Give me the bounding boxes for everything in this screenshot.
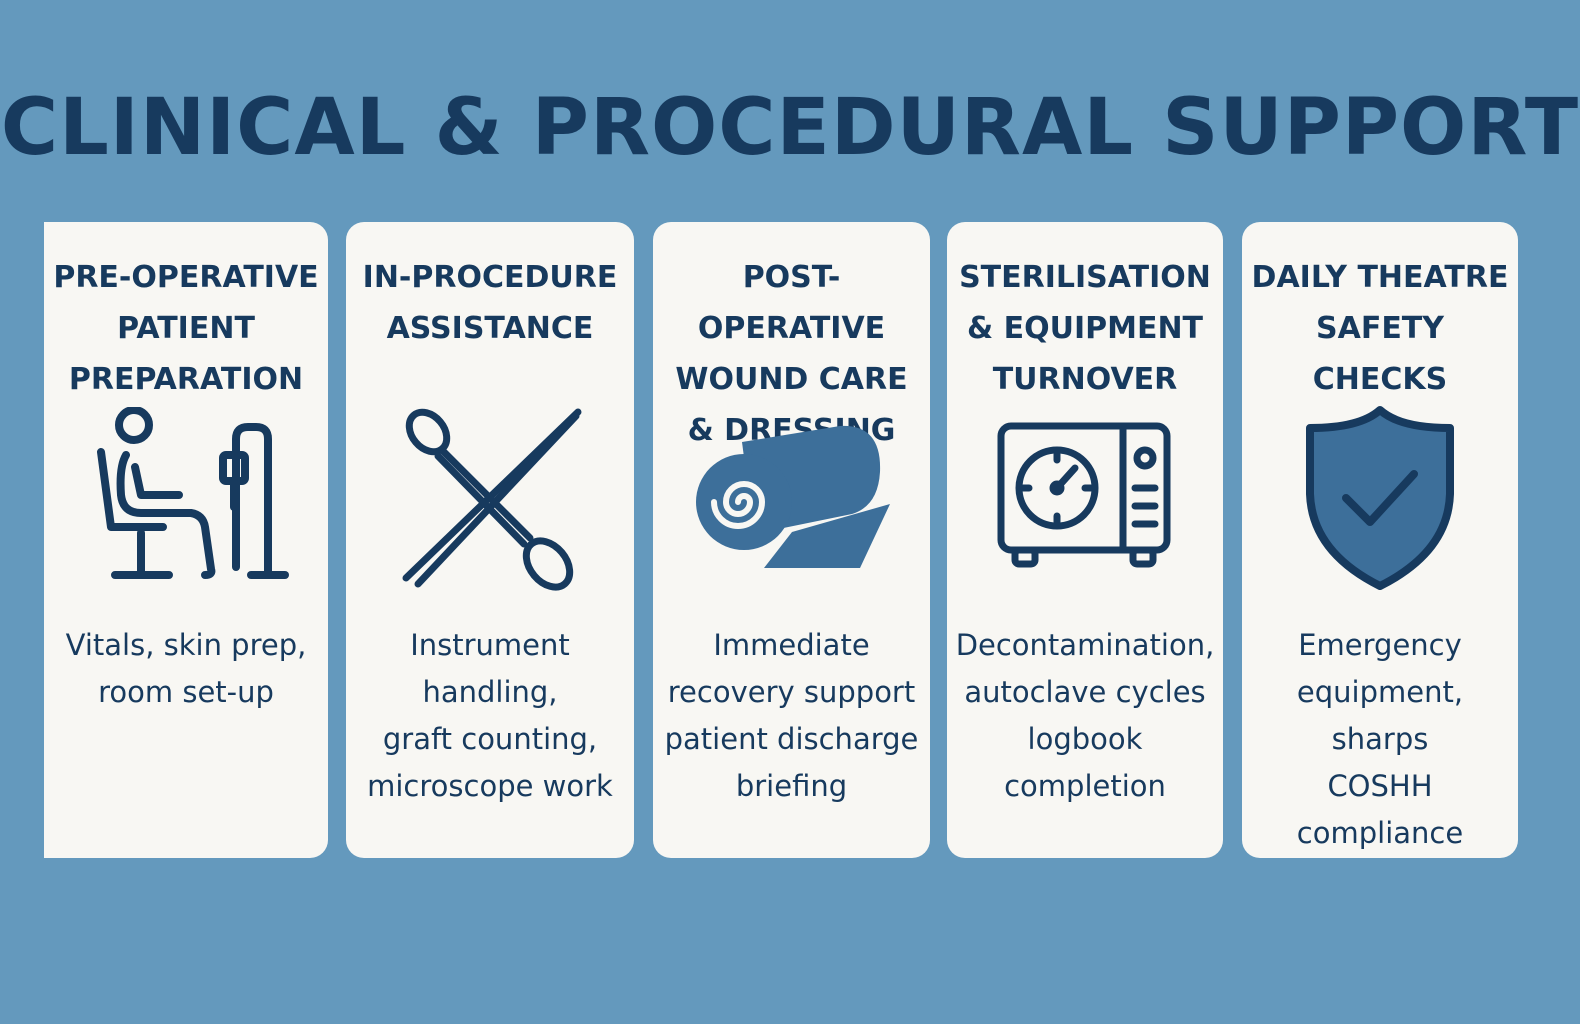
surgical-instruments-icon bbox=[346, 402, 634, 592]
card-pre-operative: PRE-OPERATIVE PATIENT PREPARATION Vitals… bbox=[44, 222, 328, 858]
card-description: Immediate recovery support patient disch… bbox=[664, 628, 919, 803]
autoclave-icon bbox=[947, 402, 1223, 592]
card-title: DAILY THEATRE SAFETY CHECKS bbox=[1251, 260, 1509, 397]
card-title: IN-PROCEDURE ASSISTANCE bbox=[362, 260, 618, 346]
card-description: Instrument handling, graft counting, mic… bbox=[367, 628, 613, 803]
card-sterilisation: STERILISATION & EQUIPMENT TURNOVER Decon… bbox=[947, 222, 1223, 858]
card-title: POST-OPERATIVE WOUND CARE & DRESSING bbox=[675, 260, 908, 448]
card-in-procedure: IN-PROCEDURE ASSISTANCE Instrument handl… bbox=[346, 222, 634, 858]
patient-chair-iv-drip-icon bbox=[44, 402, 328, 592]
card-post-operative: POST-OPERATIVE WOUND CARE & DRESSING Imm… bbox=[653, 222, 930, 858]
shield-check-icon bbox=[1242, 402, 1518, 592]
card-safety-checks: DAILY THEATRE SAFETY CHECKS Emergency eq… bbox=[1242, 222, 1518, 858]
bandage-roll-icon bbox=[653, 402, 930, 592]
card-description: Vitals, skin prep, room set-up bbox=[65, 628, 307, 709]
card-title: STERILISATION & EQUIPMENT TURNOVER bbox=[959, 260, 1211, 397]
page-title: CLINICAL & PROCEDURAL SUPPORT bbox=[0, 83, 1580, 173]
card-title: PRE-OPERATIVE PATIENT PREPARATION bbox=[53, 260, 319, 397]
card-description: Emergency equipment, sharps COSHH compli… bbox=[1296, 628, 1464, 850]
card-description: Decontamination, autoclave cycles logboo… bbox=[955, 628, 1215, 803]
